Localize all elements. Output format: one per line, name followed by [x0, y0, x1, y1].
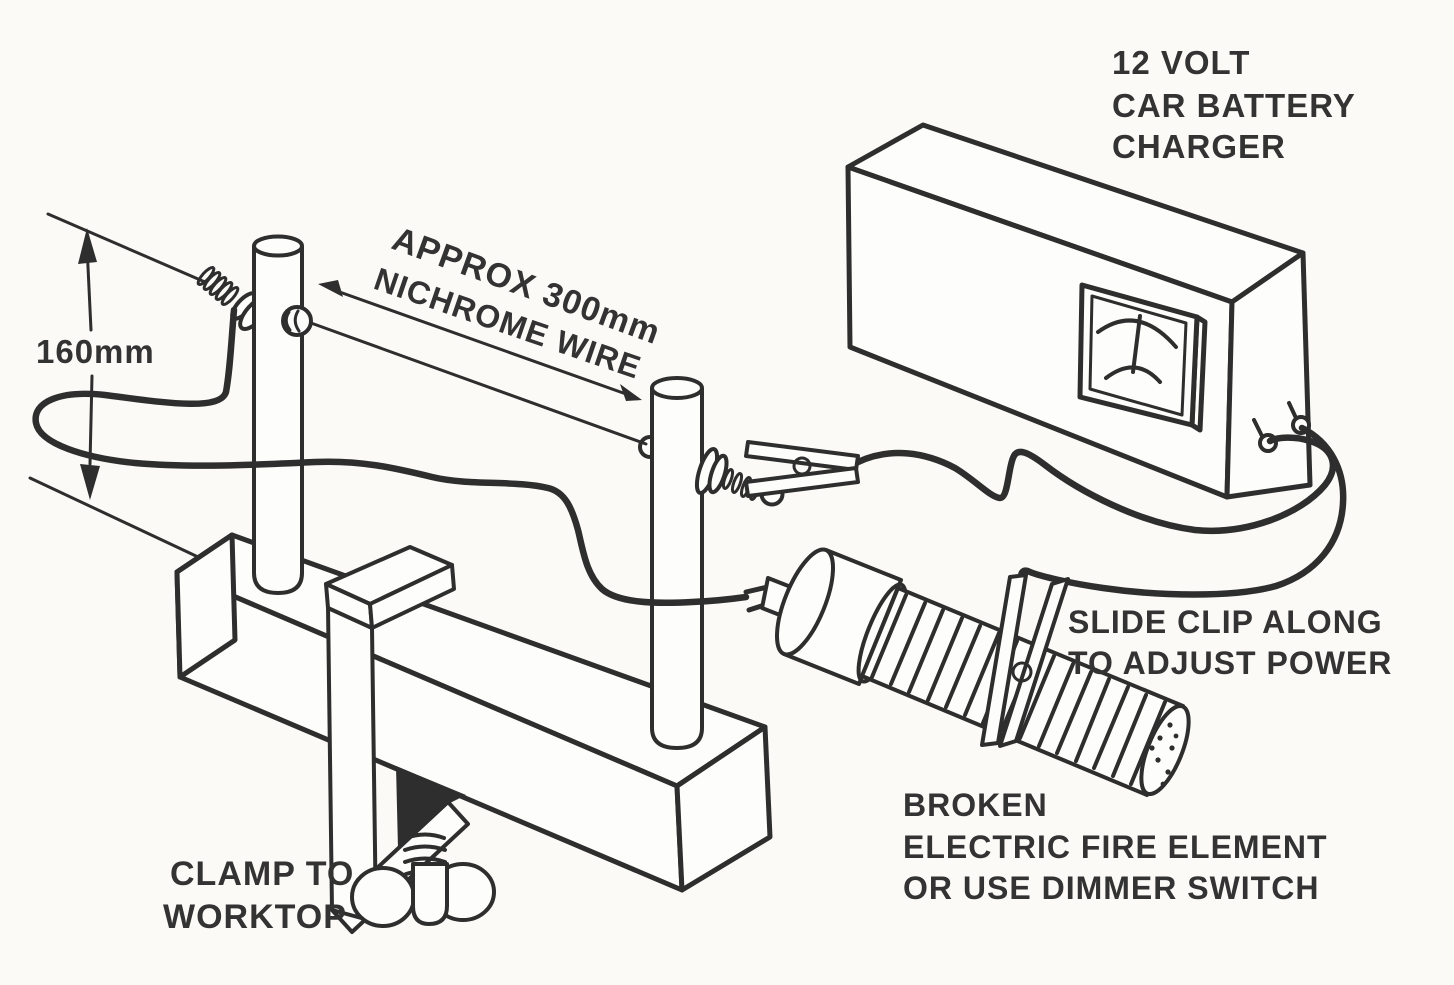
label-clamp-line1: CLAMP TO — [170, 855, 354, 893]
wing-nut — [350, 862, 496, 928]
dimension-top-reference-line — [46, 212, 207, 284]
wing-nut-center — [411, 862, 449, 926]
clamp-shadow — [396, 766, 466, 849]
post-body — [650, 388, 704, 750]
clip-spring — [1011, 661, 1033, 683]
clip-arm — [998, 577, 1070, 748]
beam-left-end-face — [174, 532, 238, 680]
post-crocodile-clip — [744, 440, 860, 498]
meter-needle — [1131, 314, 1142, 374]
clip-spring — [792, 456, 812, 476]
clamp-cap-side-face — [368, 563, 456, 630]
arrow-right-icon — [620, 384, 642, 401]
label-charger-line1: 12 VOLT — [1112, 44, 1250, 81]
charger-terminals — [1252, 401, 1311, 453]
coil-broken-end — [1139, 703, 1191, 797]
label-clip-line2: TO ADJUST POWER — [1068, 645, 1392, 681]
meter — [1077, 282, 1208, 433]
dimension-bottom-reference-line — [28, 476, 198, 558]
label-element-line3: OR USE DIMMER SWITCH — [903, 870, 1319, 906]
dimension-arrow-shaft-bottom — [88, 374, 94, 466]
ceramic-holder-end — [775, 547, 835, 657]
meter-face — [1088, 294, 1188, 417]
clip-arm — [980, 573, 1028, 747]
labels: 160mm APPROX 300mm NICHROME WIRE 12 VOLT… — [36, 44, 1392, 936]
base-beam — [174, 532, 773, 893]
arrow-up-icon — [78, 228, 97, 264]
post-top — [650, 376, 704, 400]
meter-frame — [1077, 282, 1200, 428]
label-160mm: 160mm — [36, 333, 155, 370]
arrow-down-icon — [80, 464, 100, 500]
right-post — [638, 376, 785, 750]
post-top — [252, 234, 304, 258]
left-post — [196, 234, 313, 595]
label-element-line1: BROKEN — [903, 787, 1048, 823]
g-clamp — [324, 545, 496, 934]
label-clip-line1: SLIDE CLIP ALONG — [1068, 604, 1383, 640]
beam-end-face — [674, 724, 773, 893]
element-crocodile-clip — [980, 573, 1070, 748]
element-supply-wire — [32, 306, 750, 607]
label-charger-line3: CHARGER — [1112, 128, 1286, 165]
nichrome-dimension-arrow — [318, 280, 642, 401]
battery-charger — [845, 122, 1313, 500]
label-element-line2: ELECTRIC FIRE ELEMENT — [903, 829, 1328, 865]
nichrome-wire — [309, 321, 648, 446]
clip-arm — [744, 440, 860, 472]
label-clamp-line2: WORKTOP — [163, 898, 347, 936]
wire-coil-terminal — [281, 305, 313, 337]
meter-hub-arc — [1104, 365, 1162, 384]
wing-nut-left-lobe — [350, 866, 416, 928]
label-charger-line2: CAR BATTERY — [1112, 87, 1356, 124]
charger-lead-to-element-clip — [1017, 424, 1347, 598]
dimension-160mm — [28, 212, 207, 558]
post-body — [252, 246, 304, 595]
clip-arm — [744, 466, 860, 498]
arrow-left-icon — [318, 280, 343, 297]
broken-end-speckles — [1149, 722, 1179, 787]
